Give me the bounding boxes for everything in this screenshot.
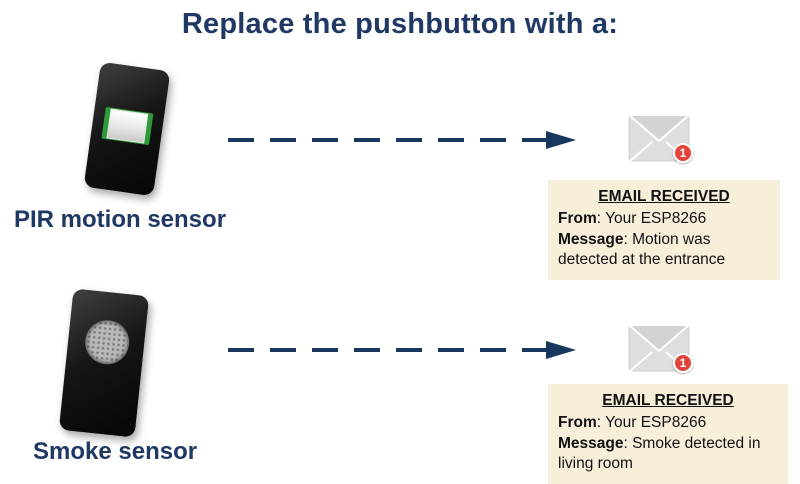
email-from-text: : Your ESP8266 [596, 210, 707, 228]
email-box-pir: EMAIL RECEIVED From: Your ESP8266 Messag… [548, 180, 780, 280]
email-header: EMAIL RECEIVED [602, 392, 734, 409]
email-from-label: From [558, 414, 597, 432]
email-received-icon: 1 [628, 114, 693, 163]
notification-badge: 1 [673, 353, 693, 373]
page-title: Replace the pushbutton with a: [181, 8, 619, 40]
email-message-line: Message: Smoke detected in living room [558, 434, 778, 475]
smoke-sensor-image [58, 288, 150, 438]
email-message-label: Message [558, 230, 624, 248]
dashed-arrow-smoke [228, 341, 576, 359]
email-message-text: : Motion was detected at the entrance [558, 230, 726, 269]
email-from-text: : Your ESP8266 [596, 414, 707, 432]
pir-sensor-label: PIR motion sensor [14, 206, 227, 233]
email-from-label: From [558, 210, 597, 228]
email-from-line: From: Your ESP8266 [558, 209, 770, 229]
smoke-sensor-label: Smoke sensor [33, 438, 198, 465]
pir-sensor-image [83, 61, 171, 197]
notification-badge: 1 [673, 143, 693, 163]
email-message-text: : Smoke detected in living room [558, 434, 761, 473]
email-received-icon: 1 [628, 324, 693, 373]
dashed-arrow-pir [228, 131, 576, 149]
smoke-sensor-mesh [83, 318, 132, 367]
email-message-label: Message [558, 434, 624, 452]
email-header: EMAIL RECEIVED [598, 188, 730, 205]
email-from-line: From: Your ESP8266 [558, 413, 778, 433]
email-message-line: Message: Motion was detected at the entr… [558, 230, 770, 271]
email-box-smoke: EMAIL RECEIVED From: Your ESP8266 Messag… [548, 384, 788, 484]
pir-lens [101, 106, 154, 146]
